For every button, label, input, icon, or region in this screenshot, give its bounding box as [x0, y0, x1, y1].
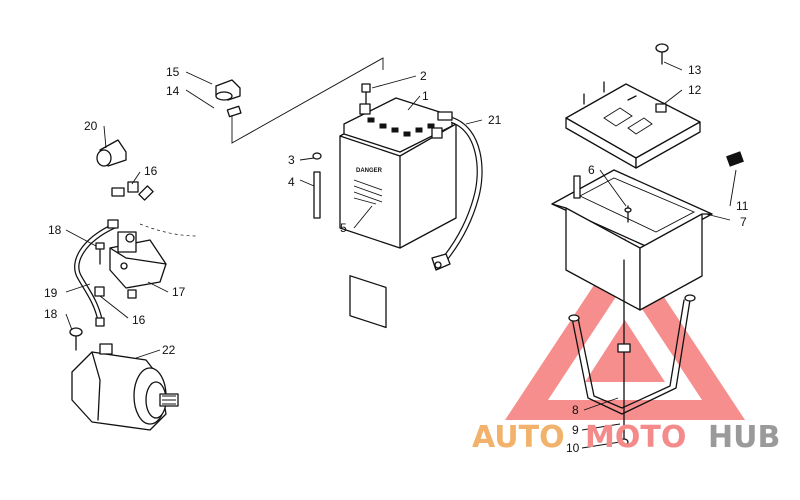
nut-16-lower — [94, 286, 105, 297]
callout-15: 15 — [166, 65, 180, 79]
callout-3: 3 — [288, 153, 295, 167]
nut-16-top — [111, 181, 139, 197]
watermark-text: AUTO MOTO HUB — [472, 420, 780, 455]
callout-16-top: 16 — [144, 164, 158, 178]
callout-numbers: 15 14 20 16 18 19 18 16 17 22 2 1 21 3 4… — [44, 63, 749, 455]
callout-19: 19 — [44, 286, 58, 300]
callout-14: 14 — [166, 84, 180, 98]
watermark-auto: AUTO — [472, 420, 565, 455]
strap-9 — [568, 259, 696, 441]
callout-21: 21 — [488, 113, 502, 127]
vent-tube-4 — [312, 152, 322, 219]
battery-label — [349, 275, 387, 329]
callout-13: 13 — [688, 63, 702, 77]
callout-4: 4 — [288, 175, 295, 189]
callout-2: 2 — [420, 69, 427, 83]
callout-18-top: 18 — [48, 223, 62, 237]
watermark-moto: MOTO — [585, 420, 686, 455]
knob-13 — [655, 43, 669, 65]
battery-cells — [367, 117, 435, 137]
terminal-pos — [431, 127, 443, 139]
battery-label-text: DANGER — [356, 168, 383, 174]
bolt-18-lower — [69, 327, 83, 351]
callout-6: 6 — [588, 163, 595, 177]
solenoid-17 — [109, 231, 167, 299]
battery-box-7 — [551, 169, 713, 311]
callout-11: 11 — [736, 199, 749, 213]
leader-lines — [65, 61, 737, 449]
terminal-neg — [359, 103, 371, 115]
link-line — [231, 57, 384, 144]
callout-18-bottom: 18 — [44, 307, 58, 321]
callout-22: 22 — [162, 343, 176, 357]
callout-7: 7 — [740, 215, 747, 229]
boot-15 — [215, 79, 241, 101]
starter-motor-22 — [71, 343, 179, 431]
cable-19 — [74, 219, 119, 327]
callout-12: 12 — [688, 83, 702, 97]
screw-2 — [361, 83, 371, 105]
cover-12 — [565, 81, 701, 169]
callout-20: 20 — [84, 119, 98, 133]
battery-1: DANGER — [339, 97, 457, 329]
callout-8: 8 — [572, 403, 579, 417]
callout-5: 5 — [340, 221, 347, 235]
cable-21 — [431, 111, 483, 271]
callout-17: 17 — [172, 285, 186, 299]
callout-16-bottom: 16 — [132, 313, 146, 327]
callout-9: 9 — [572, 423, 579, 437]
watermark-hub: HUB — [708, 420, 780, 455]
callout-10: 10 — [566, 441, 580, 455]
callout-1: 1 — [422, 89, 429, 103]
bolt-18-upper — [95, 242, 105, 265]
boot-20 — [96, 139, 127, 167]
cable-14 — [138, 105, 242, 201]
clip-11 — [726, 151, 744, 167]
